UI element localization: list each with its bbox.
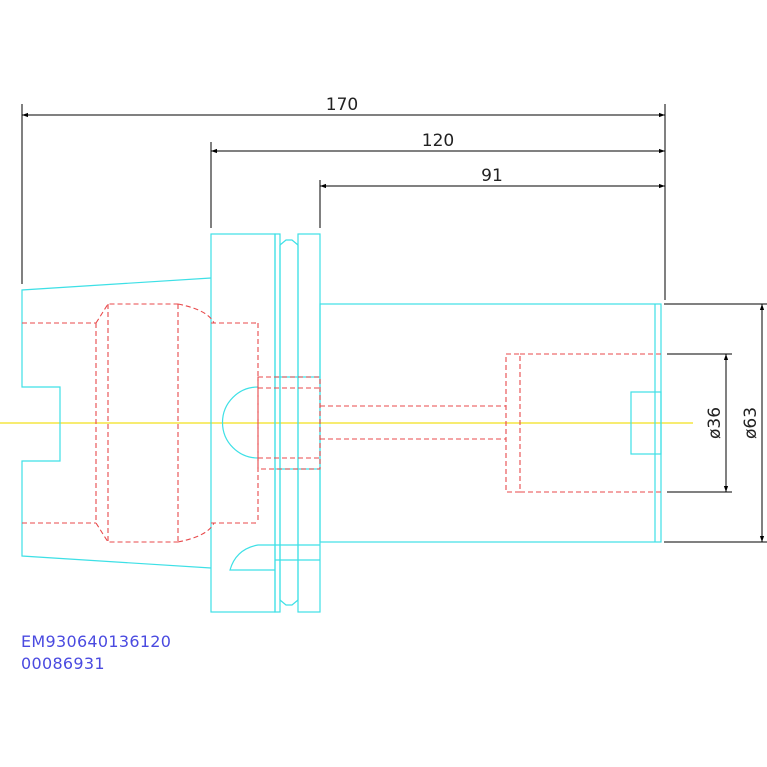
- part-serial-label: 00086931: [21, 654, 105, 673]
- part-code-label: EM930640136120: [21, 632, 172, 651]
- dim-body-length: 91: [481, 166, 503, 186]
- dim-outer-diameter: ø63: [741, 407, 761, 439]
- tool-holder-outline: [21, 233, 662, 613]
- dim-inner-diameter: ø36: [705, 407, 725, 439]
- dim-overall-length: 170: [326, 95, 358, 115]
- dim-flange-length: 120: [422, 131, 454, 151]
- dimension-lines: [21, 104, 767, 543]
- hidden-lines: [22, 303, 661, 543]
